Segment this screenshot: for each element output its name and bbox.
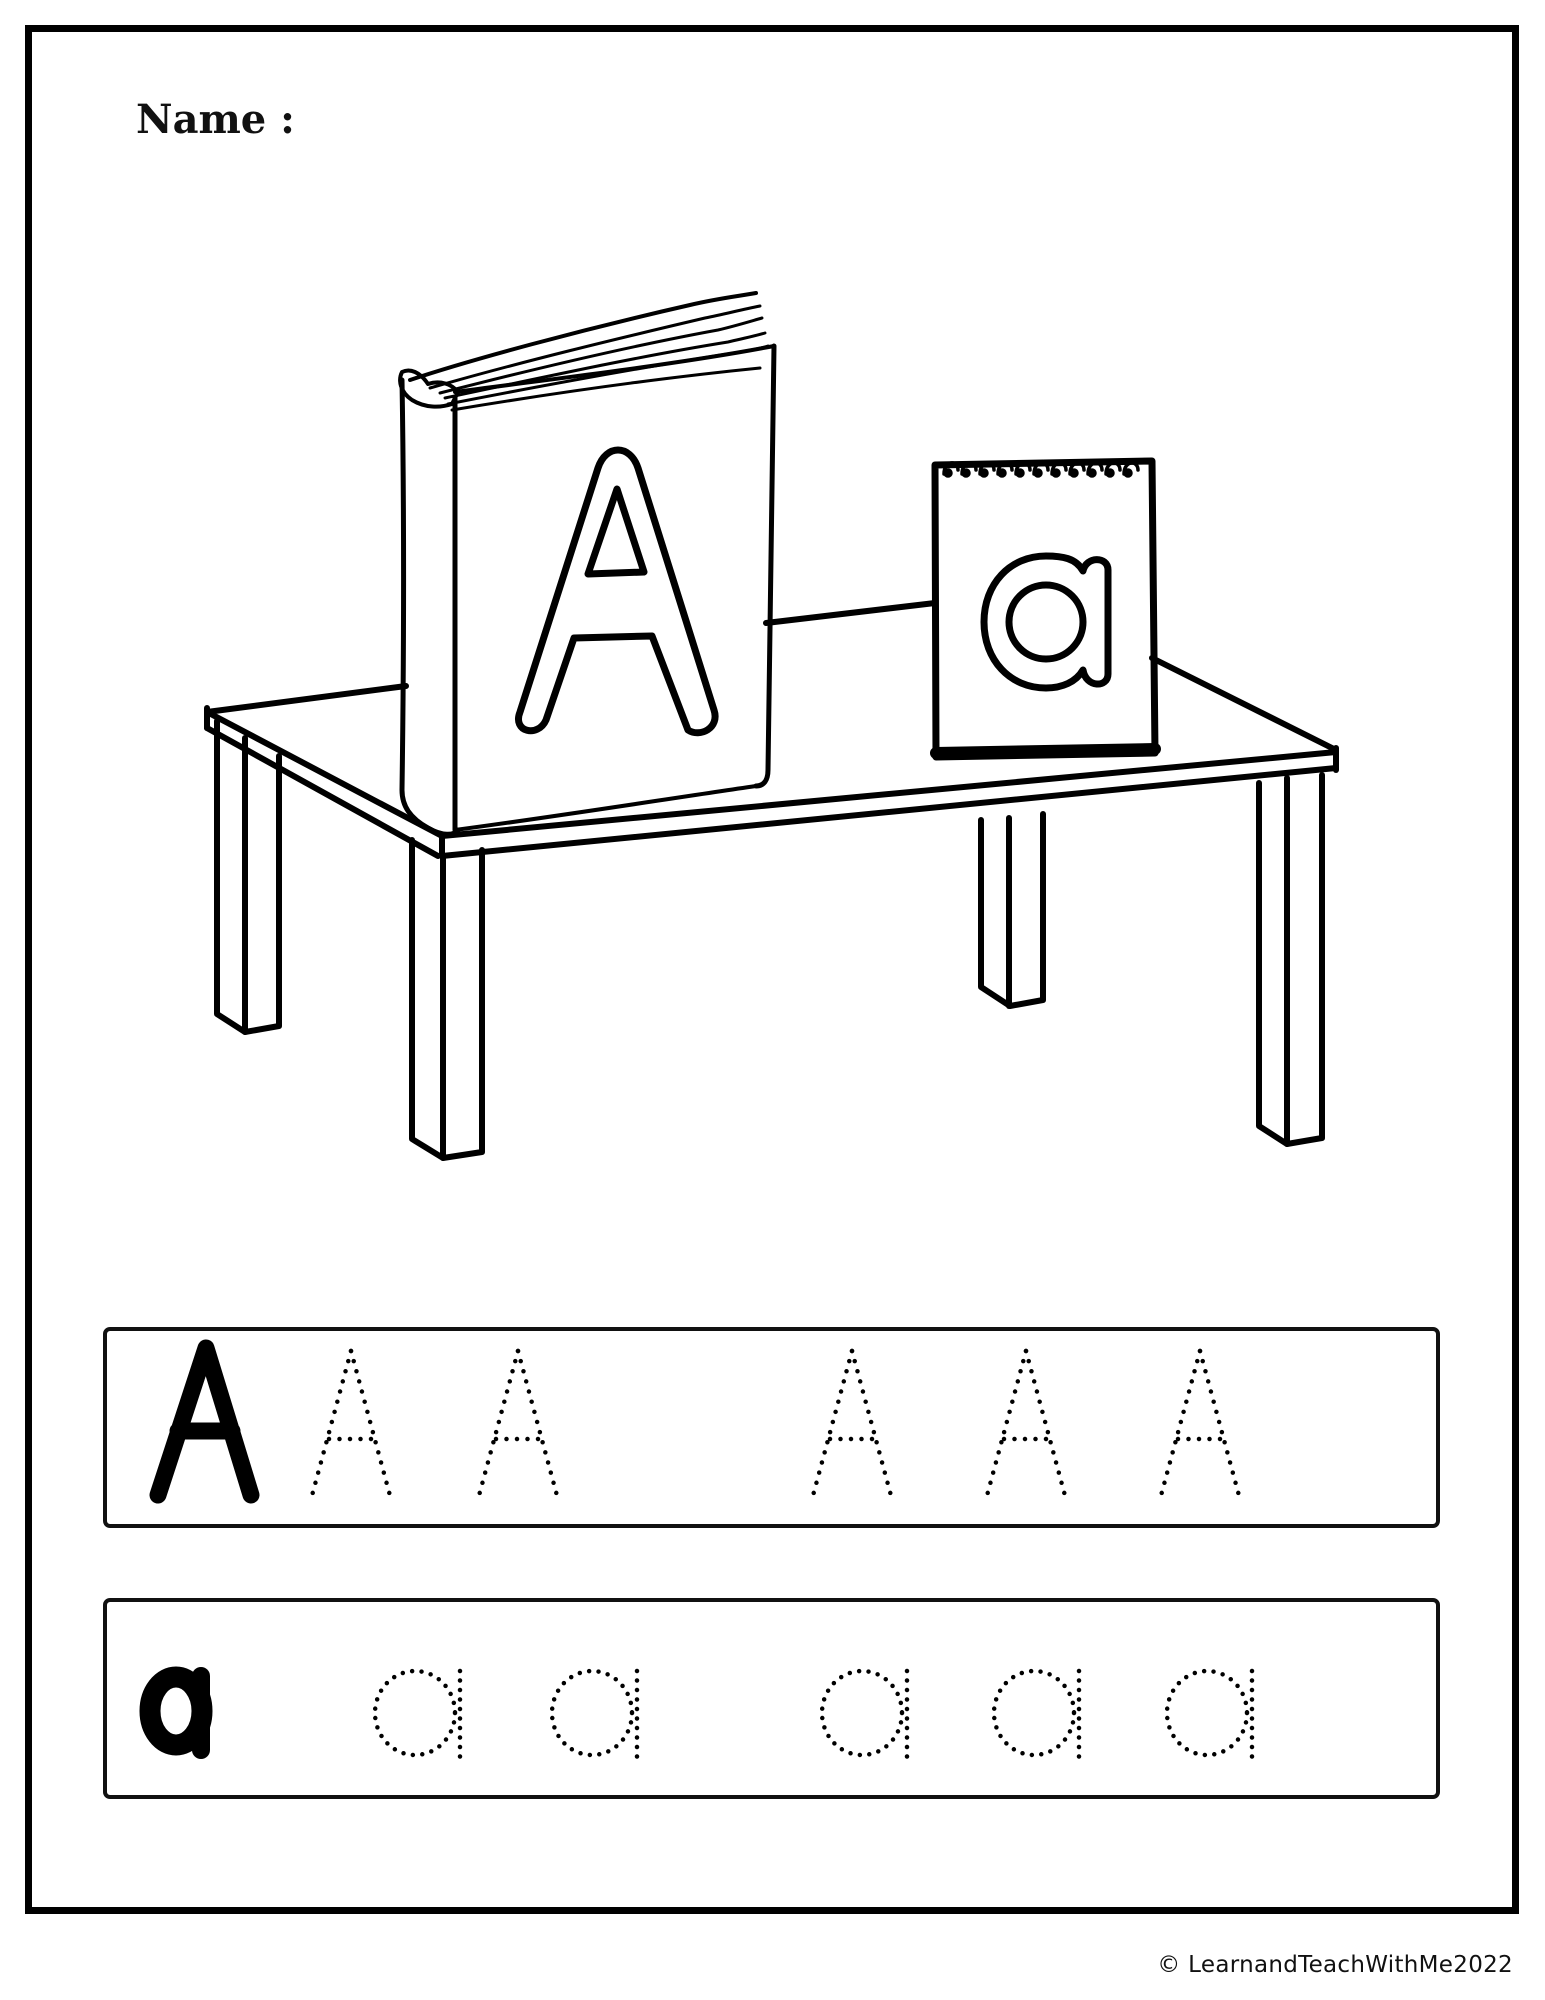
tracing-row-uppercase[interactable] [103,1327,1440,1528]
illustration-table-book-notepad [204,291,1339,1161]
page-border [25,25,1519,1914]
table-icon [204,600,1339,1161]
tracing-row-lowercase[interactable] [103,1598,1440,1799]
book-icon [398,291,777,837]
notepad-letter-a-outline [980,552,1112,692]
copyright-footer: © LearnandTeachWithMe2022 [1157,1952,1513,1978]
name-label: Name : [136,96,295,143]
book-letter-a-outline [515,446,719,737]
notepad-icon [930,457,1161,761]
